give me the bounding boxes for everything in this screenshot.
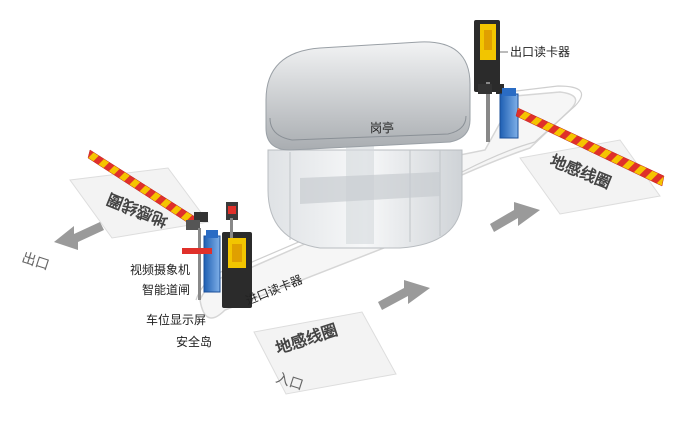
ground-loop-pad-bottom — [253, 311, 397, 395]
parking-display-screen — [226, 202, 238, 238]
entry-camera — [186, 212, 208, 300]
entry-barrier-gate — [182, 230, 221, 293]
booth-label: 岗亭 — [370, 120, 394, 135]
parking-display-label: 车位显示屏 — [146, 312, 206, 327]
safety-island-label: 安全岛 — [176, 334, 212, 349]
exit-reader-label: 出口读卡器 — [510, 45, 570, 59]
arrow-mid-1 — [378, 280, 430, 310]
exit-direction-label: 出口 — [20, 250, 52, 274]
camera-label: 视频摄象机 — [130, 262, 190, 277]
barrier-gate-label: 智能道闸 — [142, 282, 190, 297]
exit-card-reader — [474, 20, 504, 94]
entry-card-reader — [222, 232, 252, 308]
exit-barrier-arm — [515, 107, 665, 187]
exit-camera — [478, 82, 492, 142]
arrow-mid-2 — [490, 202, 540, 232]
arrow-exit — [54, 222, 104, 250]
booth — [265, 41, 471, 249]
exit-barrier-gate — [499, 88, 519, 139]
